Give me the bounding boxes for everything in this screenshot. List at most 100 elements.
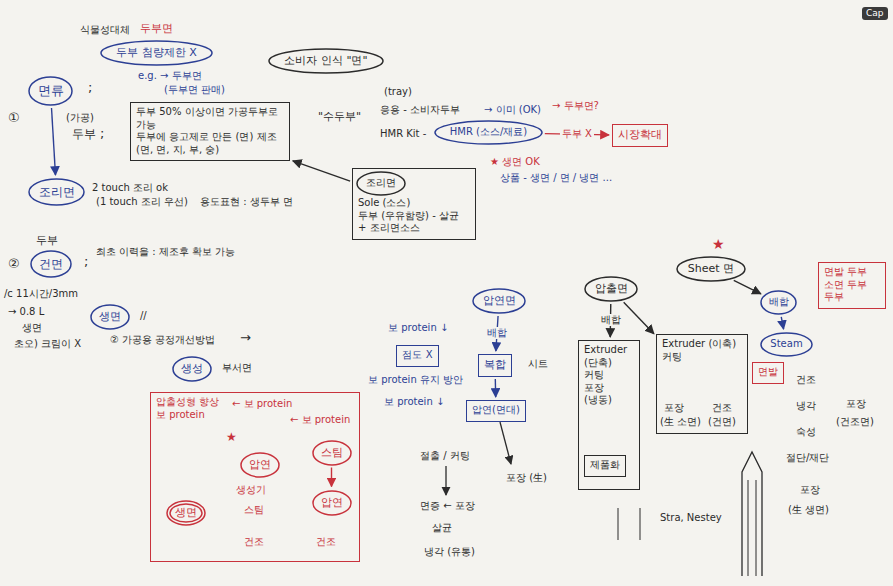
note-label: ② 가공용 공정개선방법 xyxy=(110,334,215,346)
note-label: (tray) xyxy=(384,86,412,98)
process-circle: 압연면 xyxy=(472,288,526,314)
flow-connector xyxy=(293,161,350,181)
node-text: 생면 xyxy=(175,506,197,520)
node-text: 압연 xyxy=(249,458,271,472)
note-label: 생성기 xyxy=(236,484,266,496)
ellipse-outline xyxy=(173,357,211,381)
rule-ellipse: 두부 첨량제한 X xyxy=(100,40,213,66)
note-label: ; xyxy=(88,80,92,96)
flow-arrow xyxy=(445,466,446,495)
flow-connector xyxy=(52,108,56,175)
ellipse-outline xyxy=(269,49,383,73)
note-label: ★ xyxy=(712,236,725,253)
flow-connector xyxy=(781,317,783,329)
ellipse-outline xyxy=(29,179,84,205)
node-text: 압출면 xyxy=(595,282,628,296)
node-text: 배합 xyxy=(769,296,789,309)
node-text: + 조리면소스 xyxy=(358,222,420,235)
note-label: 최초 이력을 : 제조후 확보 가능 xyxy=(96,246,235,258)
ellipse-outline xyxy=(761,291,796,314)
node-text: (냉동) xyxy=(584,394,612,407)
ellipse-outline xyxy=(91,305,129,329)
note-label: ★ 생면 OK xyxy=(490,156,540,168)
process-box: 압연(면대) xyxy=(466,400,526,422)
ellipse-outline xyxy=(313,491,351,515)
note-label: Stra, Nestey xyxy=(660,512,722,524)
note-label: → 0.8 L xyxy=(8,306,44,318)
process-circle: 압연 xyxy=(240,452,280,478)
note-label: 부서면 xyxy=(222,362,252,374)
kit-box: Sole (소스)두부 (우유함량) - 살균+ 조리면소스조리면 xyxy=(352,168,476,240)
note-label: 스팀 xyxy=(244,504,264,516)
category-circle: 생면 xyxy=(90,304,130,330)
note-label: 보 protein ↓ xyxy=(388,322,448,334)
ellipse-outline xyxy=(167,501,205,525)
node-text: 면류 xyxy=(38,83,64,99)
node-text: 압연(면대) xyxy=(472,404,520,417)
note-label: 숙성 xyxy=(796,426,816,438)
node-text: 스팀 xyxy=(321,446,343,460)
note-label: 보 protein 유지 방안 xyxy=(368,374,463,386)
note-label: 냉각 xyxy=(796,400,816,412)
process-circle: 압연 xyxy=(312,490,352,516)
ellipse-outline xyxy=(677,257,745,281)
note-label: ; xyxy=(100,126,104,142)
process-circle: Sheet 면 xyxy=(676,256,746,282)
note-label: 면증 ← 포장 xyxy=(420,500,475,512)
note-label: /c 11시간/3mm xyxy=(4,288,78,300)
node-text: 제품화 xyxy=(590,459,620,472)
column-line xyxy=(618,508,640,540)
note-label: 건조 xyxy=(316,536,336,548)
note-label: (1 touch 조리 우선) xyxy=(96,196,188,208)
process-circle: 배합 xyxy=(760,290,797,315)
note-label: 두부면 xyxy=(140,22,173,35)
node-text: 면발 두부 xyxy=(824,266,867,279)
concept-circle: 소비자 인식 "면" xyxy=(268,48,384,74)
node-text: Sheet 면 xyxy=(688,262,734,276)
connector-label: 배합 xyxy=(485,327,509,339)
process-circle: 압출면 xyxy=(584,276,638,302)
note-label: 초오) 크림이 X xyxy=(14,338,81,350)
note-label: (生 생면) xyxy=(788,504,829,516)
concept-ellipse: HMR (소스/재료) xyxy=(434,120,543,145)
node-text: 생면 xyxy=(99,310,121,324)
node-text: 생성 xyxy=(181,362,203,376)
note-label: ← 보 protein xyxy=(290,414,350,426)
node-text: 포장 xyxy=(584,382,604,395)
process-circle: 생면 xyxy=(166,500,206,526)
node-text: Sole (소스) xyxy=(358,197,410,210)
note-label: 절단/재단 xyxy=(786,452,829,464)
note-label: (건면) xyxy=(708,416,736,428)
note-label: → 두부면? xyxy=(552,100,599,112)
node-text: 시장확대 xyxy=(618,128,662,142)
node-text: 두부 xyxy=(824,291,844,304)
ellipse-outline xyxy=(585,277,637,301)
flow-connector xyxy=(624,302,654,334)
note-label: 포장 xyxy=(800,484,820,496)
note-label: ② xyxy=(8,256,20,272)
note-label: → 이미 (OK) xyxy=(484,104,541,116)
process-column: Extruder (단축)커팅포장(냉동)제품화 xyxy=(578,340,640,490)
node-text: 압연면 xyxy=(483,294,516,308)
note-label: 생면 xyxy=(22,322,42,334)
node-text: 소면 두부 xyxy=(824,279,867,292)
caption-badge: Cap xyxy=(862,7,888,20)
note-label: 건조 xyxy=(796,374,816,386)
result-box: 시장확대 xyxy=(612,124,668,147)
flow-connector xyxy=(331,468,332,487)
note-label: 포장 xyxy=(846,398,866,410)
ellipse-outline xyxy=(170,504,202,522)
note-label: 응용 - 소비자두부 xyxy=(380,104,460,116)
note-label: 보 protein ↓ xyxy=(384,396,444,408)
flow-arrow xyxy=(500,422,511,464)
node-text: Extruder (이축) xyxy=(662,338,736,351)
note-label: 시트 xyxy=(528,358,548,370)
node-text: 조리면 xyxy=(39,185,75,200)
note-label: 두부 xyxy=(72,127,96,141)
ellipse-outline xyxy=(31,251,71,277)
category-circle: 생성 xyxy=(172,356,212,382)
process-box: 제품화 xyxy=(584,455,626,477)
connector-label: 두부 X xyxy=(560,128,594,140)
note-label: 두부 xyxy=(36,234,58,247)
